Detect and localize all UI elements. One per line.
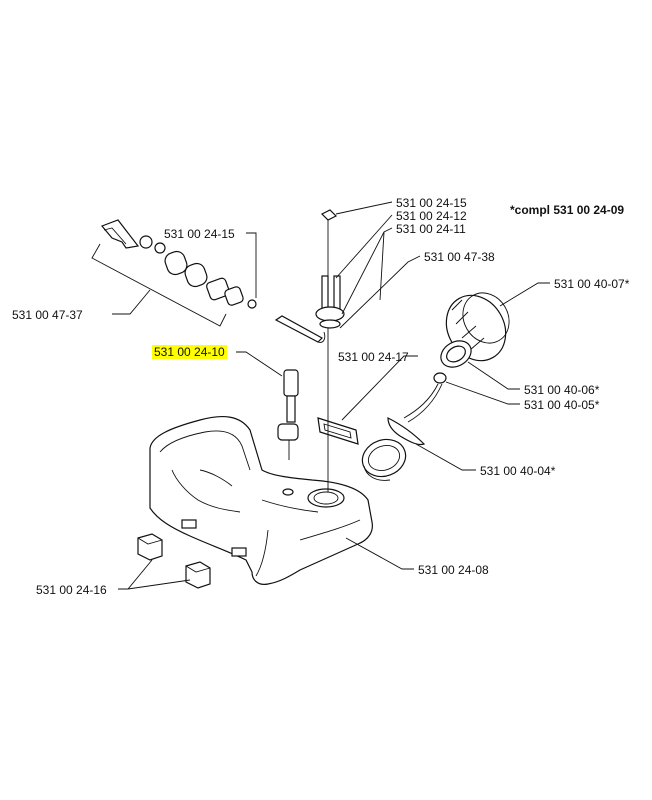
filler-ring-drawing [361, 438, 407, 481]
part-label-531-00-40-06: 531 00 40-06* [524, 383, 600, 397]
part-label-531-00-24-08: 531 00 24-08 [418, 563, 489, 577]
retainer-drawing [403, 372, 447, 423]
part-label-531-00-40-05: 531 00 40-05* [524, 398, 600, 412]
part-label-531-00-24-15-top: 531 00 24-15 [396, 196, 467, 210]
assembly-note: *compl 531 00 24-09 [510, 203, 625, 217]
leader-lines [91, 201, 550, 590]
part-label-531-00-47-37: 531 00 47-37 [12, 308, 83, 322]
part-label-531-00-47-38: 531 00 47-38 [424, 250, 495, 264]
part-label-531-00-40-04: 531 00 40-04* [480, 464, 556, 478]
fuel-filter-drawing [277, 369, 299, 460]
valve-assembly-drawing [100, 219, 257, 309]
cap-strap-drawing [387, 417, 426, 446]
tank-feet-drawing [137, 533, 211, 589]
part-label-531-00-24-16: 531 00 24-16 [36, 583, 107, 597]
part-label-531-00-24-11: 531 00 24-11 [396, 222, 466, 236]
part-label-531-00-40-07: 531 00 40-07* [554, 277, 630, 291]
part-label-531-00-24-15-left: 531 00 24-15 [164, 227, 235, 241]
part-label-531-00-24-10-highlighted: 531 00 24-10 [152, 345, 227, 359]
part-label-531-00-24-12: 531 00 24-12 [396, 209, 467, 223]
fuel-tank-drawing [149, 415, 373, 585]
grommet-drawing [317, 417, 359, 445]
fuel-line-drawing [274, 209, 345, 492]
gasket-drawing [440, 340, 472, 368]
part-label-531-00-24-17: 531 00 24-17 [338, 350, 409, 364]
